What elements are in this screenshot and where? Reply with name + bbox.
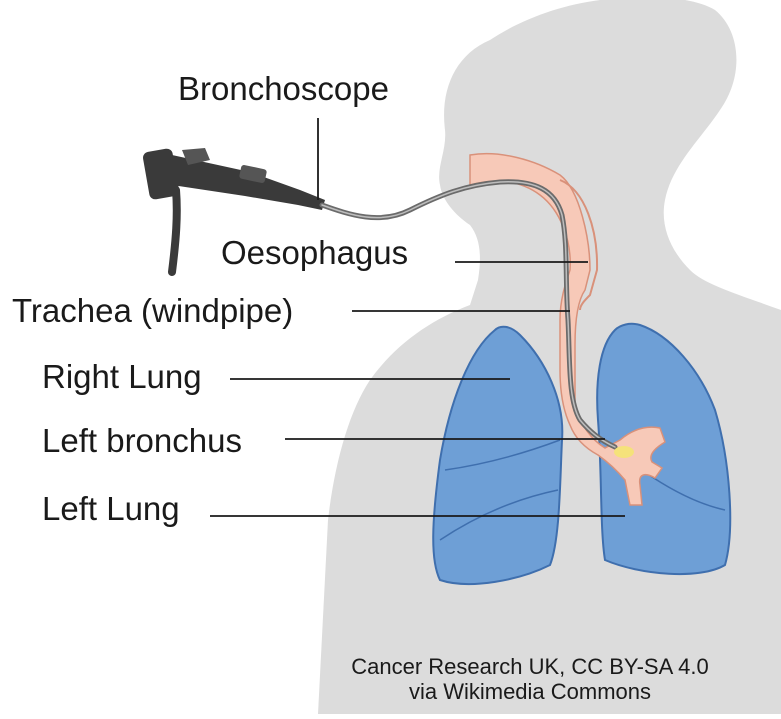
label-bronchoscope: Bronchoscope [178,72,389,105]
label-right-lung: Right Lung [42,360,202,393]
label-left-bronchus: Left bronchus [42,424,242,457]
label-oesophagus: Oesophagus [221,236,408,269]
label-left-lung: Left Lung [42,492,180,525]
body-silhouette [318,0,781,714]
bronchoscope-tip-light [614,446,634,458]
credit-line-1: Cancer Research UK, CC BY-SA 4.0 [290,656,770,678]
credit-line-2: via Wikimedia Commons [290,681,770,703]
label-trachea: Trachea (windpipe) [12,294,293,327]
